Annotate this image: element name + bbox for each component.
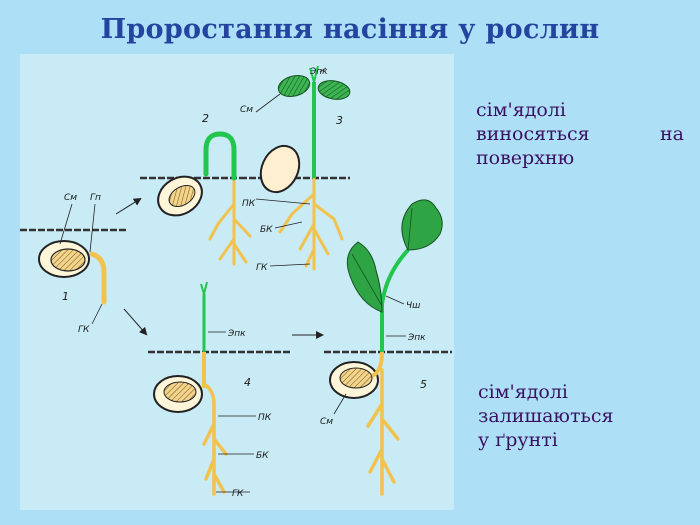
note-bottom-line-2: залишаються [478,405,614,427]
label-bk-3: БК [260,225,273,235]
bud-3 [309,65,319,83]
stage-number-5: 5 [420,378,427,391]
stage-number-4: 4 [244,376,251,389]
note-top-word-1: виносяться [476,123,590,145]
hook-2 [203,131,237,181]
note-top-line-2: виносяться на [476,122,684,146]
label-sm-1: См [64,193,77,203]
stage-number-2: 2 [202,112,209,125]
note-cotyledons-in-soil: сім'ядолі залишаються у ґрунті [478,380,668,452]
stage-1: См Гп ГК 1 [20,193,128,335]
germination-diagram-svg: См Гп ГК 1 2 [20,65,452,499]
stage-number-1: 1 [62,290,69,303]
note-bottom-line-3: у ґрунті [478,429,558,451]
germination-diagram: См Гп ГК 1 2 [20,54,454,510]
note-top-line-3: поверхню [476,147,575,169]
label-gk-1: ГК [78,325,90,335]
arrow-1-to-2 [115,197,142,215]
stage-4: Эпк ПК БК ГК 4 [148,281,292,499]
roots-3 [278,176,344,271]
stem-5 [371,351,384,378]
label-pk-3: ПК [242,199,256,209]
note-bottom-line-1: сім'ядолі [478,381,568,403]
label-pk-4: ПК [258,413,272,423]
stage-2: 2 [140,112,252,266]
radicle-1 [89,251,107,305]
slide-title: Проростання насіння у рослин [100,14,600,45]
roots-4 [202,382,228,496]
cotyledon-1 [50,248,86,272]
stage-number-3: 3 [336,114,343,127]
roots-5 [366,368,400,496]
cotyledon-4 [163,381,197,403]
leaf-large-5 [401,199,443,251]
label-chsh-5: Чш [406,301,420,311]
note-top-line-1: сім'ядолі [476,99,566,121]
label-bk-4: БК [256,451,269,461]
roots-2 [208,176,252,266]
note-cotyledons-above-ground: сім'ядолі виносяться на поверхню [476,98,684,170]
note-top-word-2: на [660,123,684,145]
label-gk-4: ГК [232,489,244,499]
leaf-small-5 [346,241,383,313]
label-epk-5: Эпк [407,333,426,343]
cotyledon-5 [339,367,373,389]
label-gk-3: ГК [256,263,268,273]
label-epk-3: Эпк [309,67,328,77]
cotyledon-left-3 [277,74,311,98]
cotyledon-2 [168,185,196,207]
bud-4 [200,281,208,295]
stage-5: Чш Эпк См 5 [320,199,452,496]
label-gp-1: Гп [90,193,101,203]
stage-3: Эпк См ПК БК ГК 3 [240,65,351,273]
arrow-1-to-4 [123,308,148,336]
cotyledon-right-3 [317,80,351,100]
seed-coat-3 [259,144,301,194]
label-epk-4: Эпк [227,329,246,339]
label-sm-5: См [320,417,333,427]
shoot-5 [380,248,410,352]
label-sm-3: См [240,105,253,115]
